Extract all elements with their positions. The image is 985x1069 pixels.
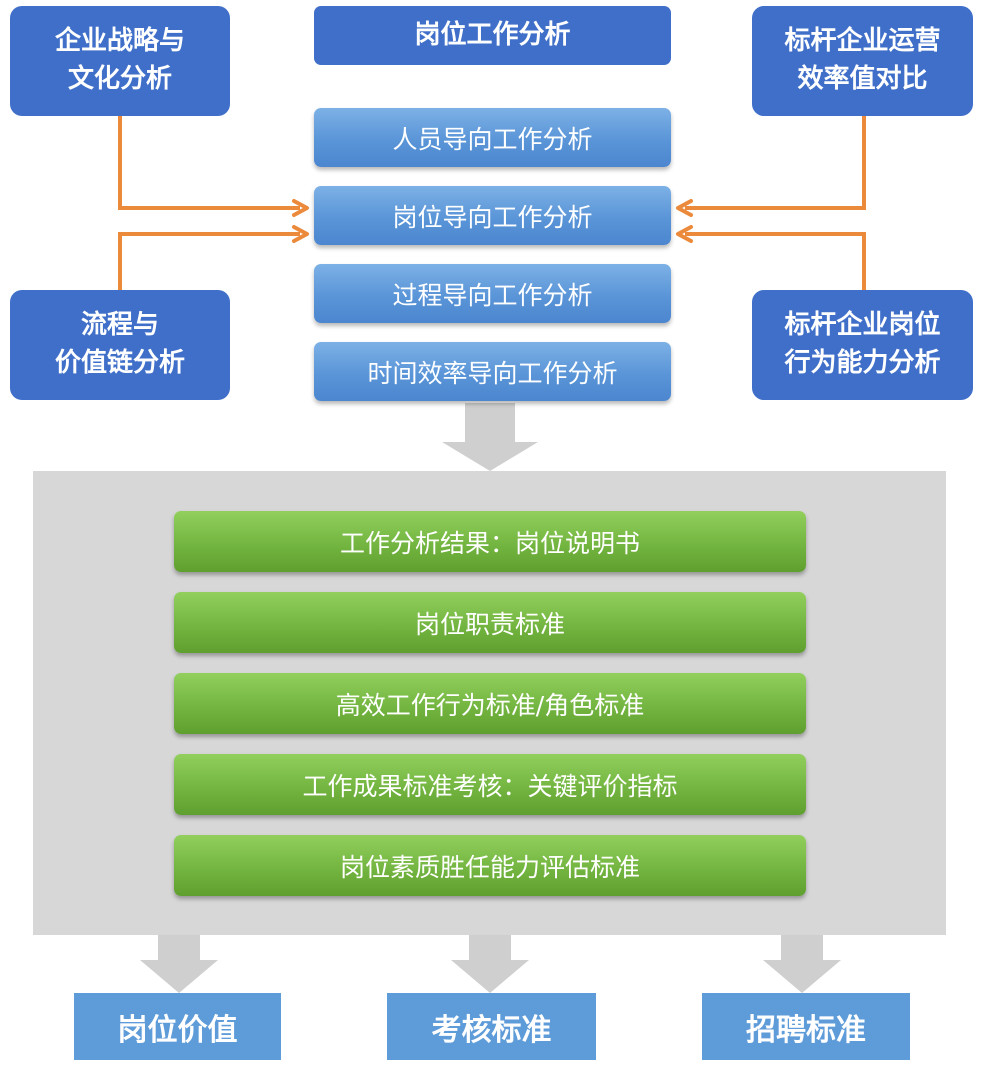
result-recruitment-standard: 招聘标准 (702, 993, 910, 1060)
down-arrow-to-outputs (442, 403, 538, 471)
connector-behavior-to-position (685, 232, 866, 290)
center-title-label: 岗位工作分析 (414, 19, 571, 50)
arrowhead-left-top (292, 199, 309, 217)
output-job-description: 工作分析结果：岗位说明书 (174, 511, 806, 572)
arrowhead-left-bottom (292, 225, 309, 243)
result-position-value: 岗位价值 (74, 993, 281, 1060)
output-behavior-role-standard: 高效工作行为标准/角色标准 (174, 673, 806, 734)
down-arrow-to-position-value (140, 935, 218, 993)
result-assessment-standard: 考核标准 (387, 993, 596, 1060)
analysis-time-efficiency: 时间效率导向工作分析 (314, 342, 671, 401)
center-title: 岗位工作分析 (314, 6, 671, 65)
input-strategy-culture: 企业战略与 文化分析 (10, 6, 230, 116)
connector-process-to-position (118, 232, 300, 290)
analysis-position: 岗位导向工作分析 (314, 186, 671, 245)
output-kpi-assessment: 工作成果标准考核：关键评价指标 (174, 754, 806, 815)
input-benchmark-efficiency: 标杆企业运营 效率值对比 (752, 6, 973, 116)
arrowhead-right-top (676, 199, 693, 217)
analysis-process: 过程导向工作分析 (314, 264, 671, 323)
analysis-personnel: 人员导向工作分析 (314, 108, 671, 167)
down-arrow-to-assessment-standard (451, 935, 529, 993)
connector-strategy-to-position (118, 116, 300, 210)
input-process-value-chain: 流程与 价值链分析 (10, 290, 230, 400)
output-competency-standard: 岗位素质胜任能力评估标准 (174, 835, 806, 896)
connector-efficiency-to-position (685, 116, 866, 210)
arrowhead-right-bottom (676, 225, 693, 243)
down-arrow-to-recruitment-standard (763, 935, 841, 993)
output-responsibility-standard: 岗位职责标准 (174, 592, 806, 653)
input-benchmark-behavior: 标杆企业岗位 行为能力分析 (752, 290, 973, 400)
